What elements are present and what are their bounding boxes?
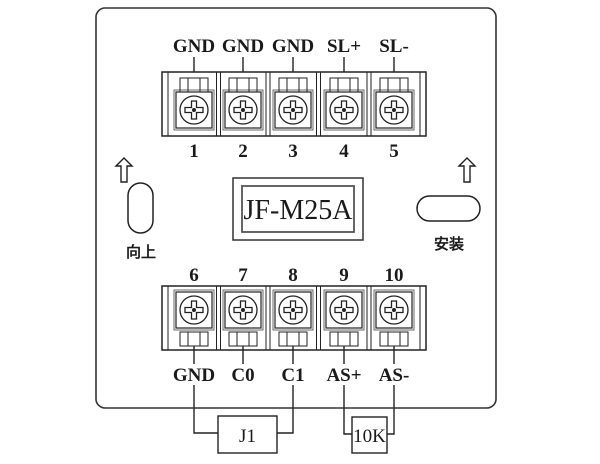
top-terminal-2 [222, 77, 264, 131]
screw-icon [329, 95, 359, 125]
top-signal-label: GND [222, 36, 264, 57]
bottom-terminal-9 [323, 289, 365, 347]
model-label-inner-frame [241, 185, 355, 233]
bottom-terminal-6 [173, 289, 215, 347]
external-wiring: J1 10K [193, 385, 395, 454]
wire-gnd-j1 [193, 385, 218, 434]
screw-icon [228, 95, 258, 125]
model-label-outer-frame [232, 177, 364, 241]
bottom-signal-label: C1 [281, 365, 304, 386]
bottom-signal-label: AS+ [326, 365, 361, 386]
component-j1 [217, 415, 278, 454]
screw-icon [179, 95, 209, 125]
bottom-terminal-number: 8 [288, 265, 298, 286]
model-label: JF-M25A [244, 195, 354, 226]
screw-icon [278, 95, 308, 125]
right-hole-label: 安装 [434, 235, 465, 253]
module-board-outline [95, 7, 497, 409]
up-arrow-left-icon [114, 157, 134, 183]
bottom-signal-label: AS- [379, 365, 410, 386]
top-terminal-5 [373, 77, 415, 131]
top-terminal-number: 2 [238, 141, 248, 162]
bottom-terminal-10 [373, 289, 415, 347]
top-terminal-block [161, 71, 427, 137]
bottom-terminal-number: 10 [385, 265, 404, 286]
top-terminal-number: 4 [339, 141, 349, 162]
component-10k-resistor [351, 416, 388, 454]
bottom-terminal-number: 6 [189, 265, 199, 286]
screw-icon [329, 295, 359, 325]
top-signal-label: SL+ [327, 36, 361, 57]
bottom-signal-label: C0 [231, 365, 254, 386]
bottom-terminal-7 [222, 289, 264, 347]
component-10k-label: 10K [353, 426, 386, 447]
top-signal-label: GND [272, 36, 314, 57]
top-terminal-4 [323, 77, 365, 131]
bottom-terminal-number: 7 [238, 265, 248, 286]
bottom-signal-label: GND [173, 365, 215, 386]
bottom-terminal-block [161, 285, 427, 351]
left-hole-label: 向上 [126, 243, 156, 261]
left-mounting-slot [127, 182, 154, 234]
up-arrow-right-icon [457, 157, 477, 183]
wire-c1-j1 [277, 385, 294, 434]
wire-as-minus-10k [387, 385, 395, 435]
top-signal-label: SL- [379, 36, 409, 57]
top-terminal-number: 3 [288, 141, 298, 162]
screw-icon [278, 295, 308, 325]
screw-icon [179, 295, 209, 325]
screw-icon [228, 295, 258, 325]
screw-icon [379, 295, 409, 325]
top-terminal-number: 1 [189, 141, 199, 162]
component-j1-label: J1 [239, 426, 256, 447]
screw-icon [379, 95, 409, 125]
top-signal-label: GND [173, 36, 215, 57]
bottom-terminal-number: 9 [339, 265, 349, 286]
top-terminal-3 [272, 77, 314, 131]
top-terminal-number: 5 [389, 141, 399, 162]
wire-as-plus-10k [343, 385, 352, 435]
top-terminal-1 [173, 77, 215, 131]
right-mounting-slot [416, 195, 481, 222]
